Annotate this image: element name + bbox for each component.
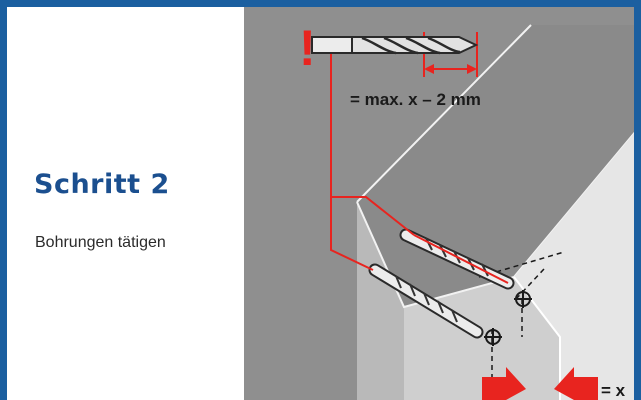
exclamation-icon: ! bbox=[299, 20, 316, 76]
second-board bbox=[514, 133, 634, 400]
text-panel: Schritt 2 Bohrungen tätigen bbox=[7, 7, 244, 400]
step-title: Schritt 2 bbox=[34, 169, 170, 200]
leader-lines bbox=[330, 32, 509, 284]
arrow-right-icon bbox=[482, 367, 526, 400]
svg-text:!: ! bbox=[299, 20, 316, 76]
depth-formula-label: = max. x – 2 mm bbox=[350, 90, 481, 109]
hole-marker-icon bbox=[484, 290, 532, 346]
arrow-left-icon bbox=[554, 367, 598, 400]
board-top-edge bbox=[356, 24, 532, 203]
drill-bit-icon bbox=[311, 36, 479, 55]
offset-label: = x bbox=[601, 381, 626, 400]
drill-bit-lower bbox=[368, 263, 484, 339]
drilling-illustration: ! = max. x – 2 mm = x bbox=[244, 7, 634, 400]
board-top-face bbox=[357, 25, 634, 307]
step-subtitle: Bohrungen tätigen bbox=[35, 234, 166, 251]
board-front-face bbox=[357, 202, 404, 400]
illustration-svg: ! = max. x – 2 mm = x bbox=[244, 7, 634, 400]
double-arrow-icon bbox=[424, 64, 477, 74]
